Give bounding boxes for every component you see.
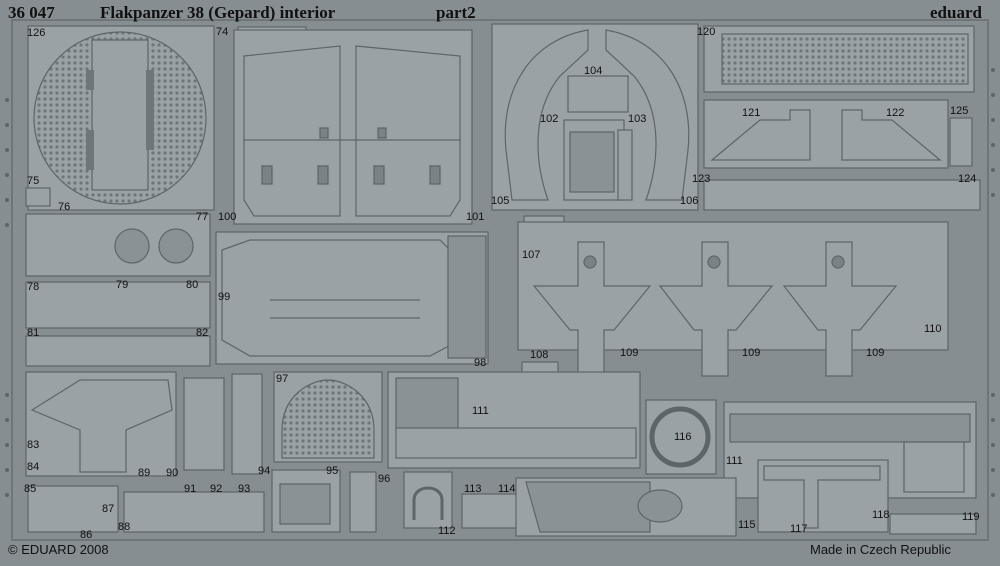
part-126-round-mesh — [27, 25, 215, 211]
part-number-121: 121 — [742, 107, 761, 119]
part-number-112: 112 — [438, 525, 456, 537]
part-number-107: 107 — [522, 249, 541, 261]
part-number-74: 74 — [216, 26, 229, 38]
part-number-91: 91 — [184, 483, 197, 495]
part-number-100: 100 — [218, 211, 237, 223]
part-number-111: 111 — [472, 405, 489, 417]
part-number-126: 126 — [27, 27, 46, 39]
part-number-88: 88 — [118, 521, 131, 533]
part-number-85: 85 — [24, 483, 37, 495]
part-number-109: 109 — [866, 347, 885, 359]
origin-text: Made in Czech Republic — [810, 542, 951, 557]
part-number-123: 123 — [692, 173, 711, 185]
part-number-95: 95 — [326, 465, 339, 477]
part-number-110: 110 — [924, 323, 942, 335]
part-number-118: 118 — [872, 509, 890, 521]
part-number-77: 77 — [196, 211, 209, 223]
part-number-94: 94 — [258, 465, 271, 477]
part-100-101-panel — [233, 29, 473, 225]
part-number-80: 80 — [186, 279, 199, 291]
part-number-104: 104 — [584, 65, 603, 77]
part-number-75: 75 — [27, 175, 40, 187]
part-number-97: 97 — [276, 373, 289, 385]
part-number-98: 98 — [474, 357, 487, 369]
fret-edge-dots — [5, 68, 995, 497]
part-109-110-long — [517, 221, 949, 377]
part-number-82: 82 — [196, 327, 209, 339]
part-number-102: 102 — [540, 113, 559, 125]
part-number-117: 117 — [790, 523, 808, 535]
part-number-93: 93 — [238, 483, 251, 495]
part-number-114: 114 — [498, 483, 516, 495]
part-number-87: 87 — [102, 503, 115, 515]
part-number-108: 108 — [530, 349, 549, 361]
part-label: part2 — [436, 3, 476, 22]
part-number-96: 96 — [378, 473, 391, 485]
part-number-109: 109 — [620, 347, 639, 359]
part-number-79: 79 — [116, 279, 129, 291]
part-number-83: 83 — [27, 439, 40, 451]
part-number-111: 111 — [726, 455, 743, 467]
part-number-115: 115 — [738, 519, 756, 531]
part-number-89: 89 — [138, 467, 151, 479]
part-number-92: 92 — [210, 483, 223, 495]
catalog-number: 36 047 — [8, 3, 55, 22]
part-number-78: 78 — [27, 281, 40, 293]
copyright-text: © EDUARD 2008 — [8, 542, 109, 557]
part-number-103: 103 — [628, 113, 647, 125]
part-105-106-curves — [491, 23, 699, 211]
part-number-120: 120 — [697, 26, 716, 38]
part-number-86: 86 — [80, 529, 93, 541]
part-number-116: 116 — [674, 431, 692, 443]
fret-title: Flakpanzer 38 (Gepard) interior — [100, 3, 336, 22]
part-number-81: 81 — [27, 327, 40, 339]
part-number-122: 122 — [886, 107, 905, 119]
part-number-90: 90 — [166, 467, 179, 479]
part-98-99-panel — [215, 231, 489, 365]
part-number-84: 84 — [27, 461, 40, 473]
part-number-105: 105 — [491, 195, 510, 207]
part-number-109: 109 — [742, 347, 761, 359]
part-number-106: 106 — [680, 195, 699, 207]
part-number-101: 101 — [466, 211, 485, 223]
part-number-99: 99 — [218, 291, 231, 303]
brand-name: eduard — [930, 3, 982, 22]
part-number-119: 119 — [962, 511, 980, 523]
part-number-124: 124 — [958, 173, 977, 185]
part-number-76: 76 — [58, 201, 71, 213]
part-number-113: 113 — [464, 483, 482, 495]
part-number-125: 125 — [950, 105, 969, 117]
